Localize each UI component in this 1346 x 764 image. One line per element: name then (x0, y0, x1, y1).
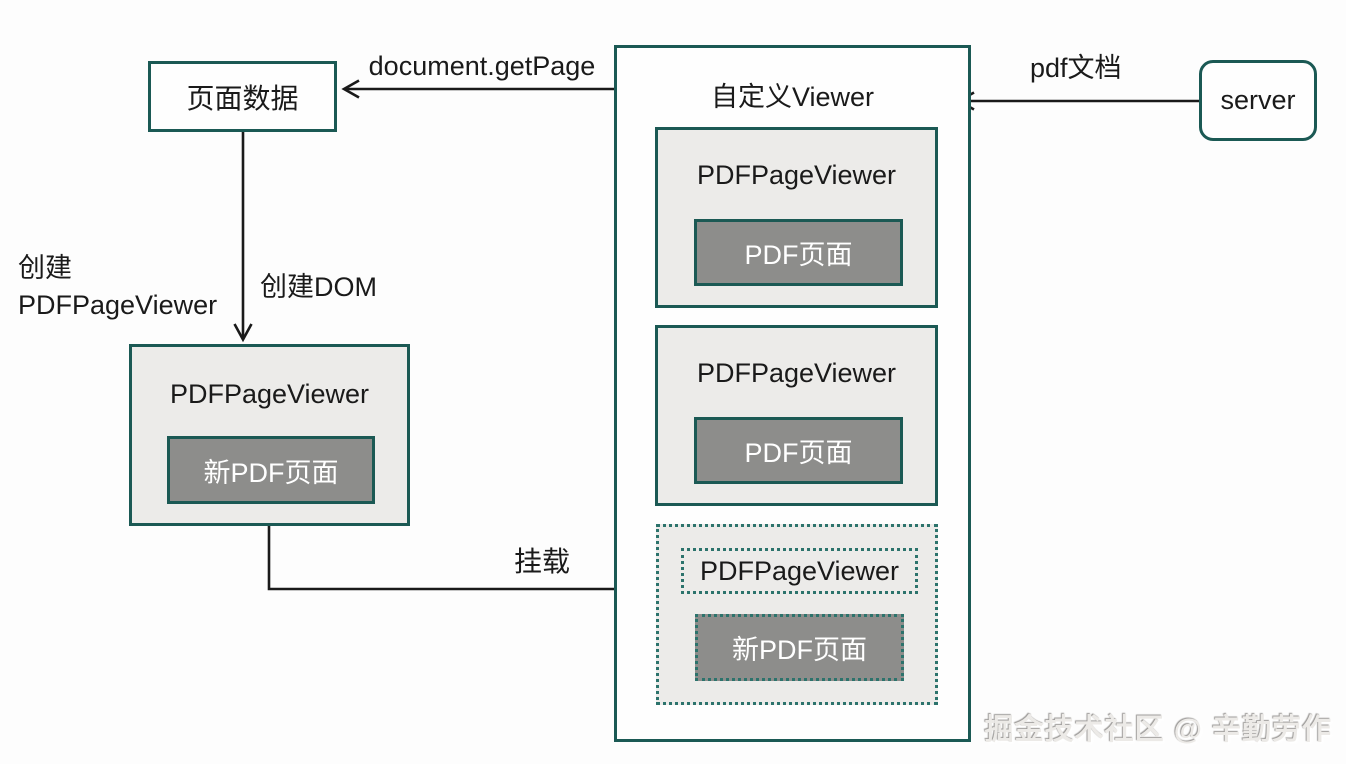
mount-label: 挂载 (514, 546, 571, 577)
arrow-document-getpage (341, 79, 614, 99)
arrow-pdf-doc (956, 91, 1199, 111)
left-pdfpageviewer-box: PDFPageViewer 新PDF页面 (129, 344, 410, 526)
create-pdfpageviewer-label: 创建 PDFPageViewer (18, 253, 218, 320)
watermark: 掘金技术社区 @ 辛勤劳作 (984, 714, 1332, 746)
pdfpageviewer-1-title: PDFPageViewer (696, 160, 897, 190)
pdfpageviewer-3-title: PDFPageViewer (681, 548, 918, 594)
pdf-page-block-1: PDF页面 (694, 219, 903, 286)
server-label: server (1220, 85, 1296, 115)
new-pdf-page-block-dashed: 新PDF页面 (695, 614, 904, 681)
pdfpageviewer-box-3-dashed: PDFPageViewer 新PDF页面 (656, 524, 938, 705)
custom-viewer-title: 自定义Viewer (710, 82, 875, 112)
pdfpageviewer-2-title: PDFPageViewer (696, 358, 897, 388)
create-dom-label: 创建DOM (260, 272, 377, 302)
pdfpageviewer-box-1: PDFPageViewer PDF页面 (655, 127, 938, 308)
server-box: server (1199, 60, 1317, 141)
page-data-box: 页面数据 (148, 61, 337, 132)
left-pdfpageviewer-title: PDFPageViewer (169, 379, 370, 409)
arrow-mount (267, 526, 653, 599)
pdf-page-block-2: PDF页面 (694, 417, 903, 484)
new-pdf-page-block: 新PDF页面 (167, 436, 375, 504)
custom-viewer-container: 自定义Viewer PDFPageViewer PDF页面 PDFPageVie… (614, 45, 971, 742)
page-data-label: 页面数据 (186, 82, 299, 114)
pdf-doc-label: pdf文档 (1030, 53, 1122, 83)
document-getpage-label: document.getPage (368, 51, 596, 81)
pdfpageviewer-box-2: PDFPageViewer PDF页面 (655, 325, 938, 506)
arrow-create-dom (233, 132, 253, 343)
